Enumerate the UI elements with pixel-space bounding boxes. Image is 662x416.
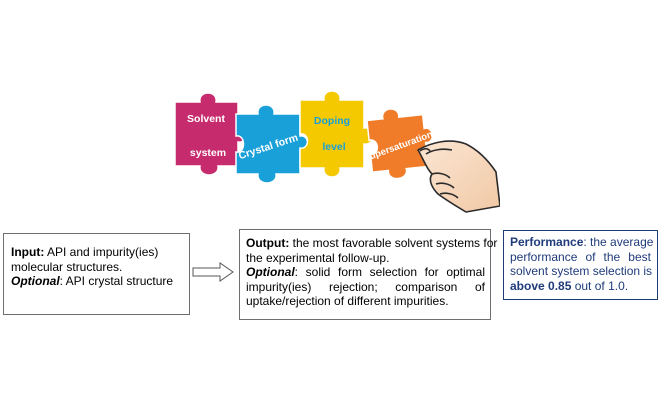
output-optional-label: Optional bbox=[246, 265, 295, 279]
input-text-1: API and impurity(ies) bbox=[44, 245, 159, 259]
input-text-2: molecular structures. bbox=[11, 259, 123, 274]
output-text-1: the most favorable solvent systems for bbox=[289, 236, 498, 250]
puzzle-label-solvent: Solvent bbox=[187, 113, 225, 125]
puzzle-piece-crystal-form: Crystal form bbox=[235, 104, 309, 184]
input-line-1: Input: API and impurity(ies) bbox=[11, 245, 183, 260]
output-line-1: Output: the most favorable solvent syste… bbox=[246, 236, 497, 251]
output-optional-text-2: impurity(ies) rejection; comparison of bbox=[246, 279, 485, 294]
puzzle-label-doping: Doping bbox=[314, 115, 350, 127]
performance-line-1: Performance: the average bbox=[510, 235, 654, 250]
output-text-2: the experimental follow-up. bbox=[246, 250, 390, 265]
hand-holding-piece-icon bbox=[417, 140, 500, 213]
input-optional-line: Optional: API crystal structure bbox=[11, 274, 183, 289]
performance-text-1: : the average bbox=[583, 235, 654, 249]
input-optional-text: : API crystal structure bbox=[59, 274, 174, 288]
output-label: Output: bbox=[246, 236, 290, 250]
right-arrow-icon bbox=[192, 262, 234, 282]
puzzle-label-system: system bbox=[190, 147, 226, 159]
output-box: Output: the most favorable solvent syste… bbox=[239, 229, 497, 320]
puzzle-illustration: Solvent system Crystal form Doping level… bbox=[174, 90, 500, 213]
performance-text-4: out of 1.0. bbox=[571, 278, 629, 293]
input-box: Input: API and impurity(ies) molecular s… bbox=[3, 233, 190, 315]
input-optional-label: Optional bbox=[11, 274, 60, 288]
output-optional-line-1: Optional: solid form selection for optim… bbox=[246, 265, 485, 280]
performance-text-2: performance of the best bbox=[510, 249, 651, 264]
performance-label: Performance bbox=[510, 235, 584, 249]
performance-text-3: solvent system selection is bbox=[510, 264, 653, 278]
performance-box: Performance: the average performance of … bbox=[503, 230, 658, 300]
puzzle-label-level: level bbox=[322, 141, 345, 153]
output-optional-text-3: uptake/rejection of different impurities… bbox=[246, 294, 449, 308]
performance-value: above 0.85 bbox=[510, 278, 572, 293]
output-optional-text-1: : solid form selection for optimal bbox=[294, 265, 485, 279]
puzzle-piece-doping-level: Doping level bbox=[299, 90, 374, 178]
performance-line-4: above 0.85 out of 1.0. bbox=[510, 279, 651, 294]
puzzle-piece-solvent-system: Solvent system bbox=[174, 92, 247, 176]
input-label: Input: bbox=[11, 245, 45, 259]
